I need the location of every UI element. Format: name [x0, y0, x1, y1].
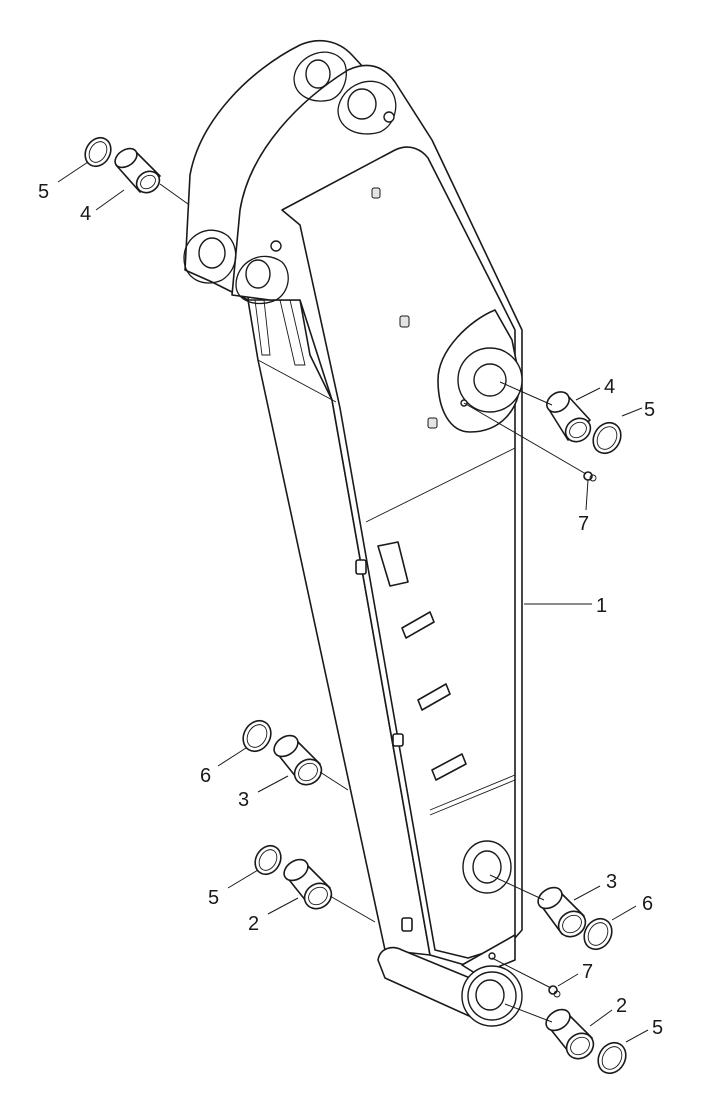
stud-1	[371, 187, 381, 199]
ring-5-right-lower	[597, 1041, 627, 1075]
callout-4-upper-right: 4	[604, 376, 615, 398]
callout-7-upper: 7	[578, 513, 589, 535]
slot-rib	[254, 299, 271, 356]
bushing-2-left	[283, 858, 333, 910]
callout-5-top-left: 5	[38, 181, 49, 203]
lug-2	[392, 733, 404, 747]
callout-5-left-lower: 5	[208, 887, 219, 909]
callout-6-right: 6	[642, 893, 653, 915]
excavator-arm	[183, 39, 523, 1027]
bushing-3-left	[273, 734, 323, 786]
callout-4-top-left: 4	[80, 203, 91, 225]
callout-5-upper-right: 5	[644, 399, 655, 421]
bushing-4-upper-right	[546, 391, 592, 443]
rear-upper-pin-bore	[305, 59, 331, 89]
lug-3	[401, 917, 413, 932]
bushing-2-right	[545, 1008, 595, 1060]
bottom-small-hole	[488, 952, 496, 960]
seam-front-2	[429, 774, 516, 811]
upper-boss-outline	[337, 80, 397, 135]
callout-3-right: 3	[606, 871, 617, 893]
front-lower-pin-bore	[245, 259, 271, 289]
seam-front-3	[429, 779, 516, 816]
seam-front-1	[365, 447, 516, 523]
ring-5-upper-right	[592, 421, 622, 455]
front-lower-boss-outline	[235, 255, 289, 305]
ring-5-left-lower	[254, 844, 282, 876]
clip-3	[431, 753, 467, 781]
callout-1: 1	[596, 595, 607, 617]
callout-7-lower: 7	[582, 961, 593, 983]
bracket-block	[377, 541, 409, 587]
alignment-lines	[159, 183, 587, 1023]
ring-5-top-left	[84, 136, 112, 168]
rear-lower-pin-bore	[198, 237, 226, 269]
rear-upper-boss-outline	[293, 51, 347, 102]
callout-6-left: 6	[200, 765, 211, 787]
clip-2	[417, 683, 451, 711]
callout-2-left: 2	[248, 913, 259, 935]
clip-1	[401, 611, 435, 639]
ring-6-left	[242, 719, 272, 753]
lower-boss-inner	[472, 850, 502, 884]
upper-pin-bore	[347, 88, 377, 120]
ring-6-right	[583, 917, 613, 951]
upper-small-hole	[383, 111, 395, 123]
lower-small-hole	[270, 240, 282, 252]
bushing-3-right	[537, 886, 587, 938]
bushing-4-top-left	[114, 147, 161, 194]
rear-lower-boss-outline	[183, 229, 237, 284]
bucket-boss-inner	[475, 979, 505, 1011]
slot-rib-2	[279, 299, 306, 366]
cylinder-boss-inner	[473, 363, 507, 397]
lug-1	[355, 559, 367, 575]
callout-leaders	[57, 161, 649, 1043]
callout-5-right-lower: 5	[652, 1017, 663, 1039]
stud-3	[427, 417, 438, 429]
stud-2	[399, 315, 410, 328]
seam-left-top	[257, 359, 337, 403]
callout-2-right: 2	[616, 995, 627, 1017]
callout-3-left: 3	[238, 789, 249, 811]
